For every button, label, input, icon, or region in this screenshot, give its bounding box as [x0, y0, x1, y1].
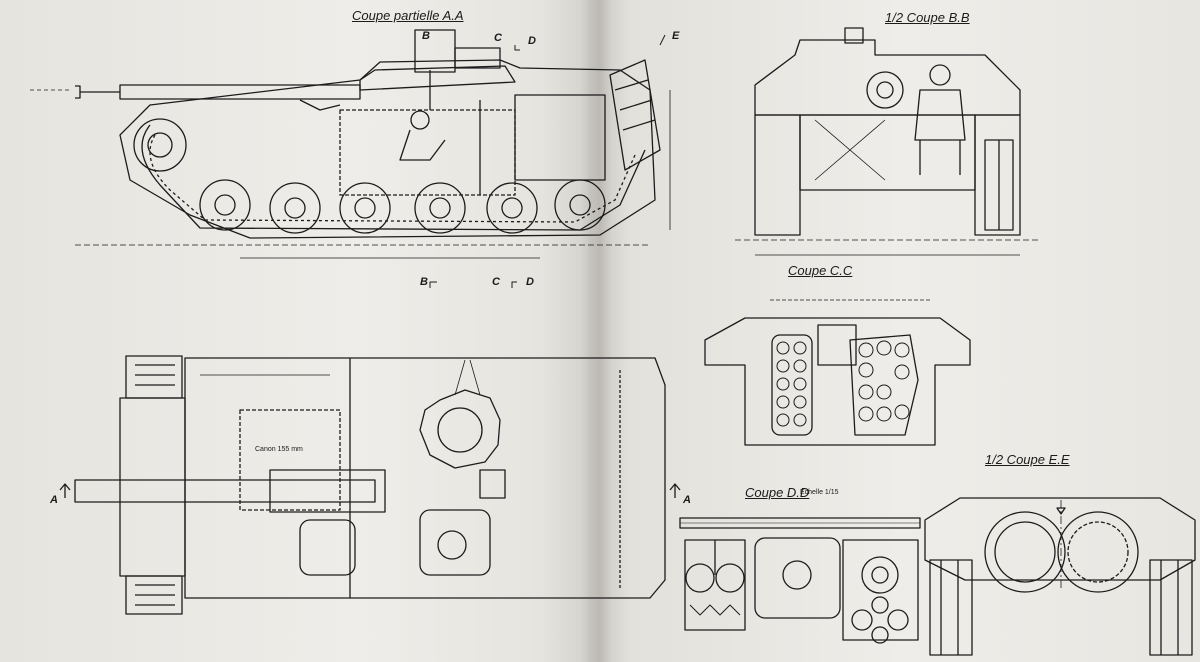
- cut-mark-e-top: E: [672, 30, 680, 42]
- dd-scale-note: Echelle 1/15: [800, 489, 839, 496]
- cut-mark-d-top: D: [528, 35, 536, 47]
- title-section-cc: Coupe C.C: [788, 263, 853, 278]
- section-ee-drawing: [924, 497, 1196, 656]
- gun-tube-note: Canon 155 mm: [255, 446, 303, 453]
- cut-mark-a-left: A: [50, 494, 58, 506]
- section-bb-drawing: [735, 27, 1040, 256]
- section-cc-drawing: [704, 299, 971, 446]
- cut-mark-c-bottom: C: [492, 276, 500, 288]
- title-section-dd: Coupe D.D: [745, 485, 810, 500]
- cut-mark-a-right: A: [683, 494, 691, 506]
- cut-mark-d-bottom: D: [526, 276, 534, 288]
- cut-mark-b-bottom: B: [420, 276, 428, 288]
- side-view-drawing: [30, 29, 671, 288]
- top-view-drawing: [59, 355, 681, 615]
- title-section-ee: 1/2 Coupe E.E: [985, 452, 1070, 467]
- cut-mark-c-top: C: [494, 32, 502, 44]
- section-dd-drawing: [679, 517, 921, 644]
- title-section-aa: Coupe partielle A.A: [352, 8, 464, 23]
- title-section-bb: 1/2 Coupe B.B: [885, 10, 970, 25]
- cut-mark-b-top: B: [422, 30, 430, 42]
